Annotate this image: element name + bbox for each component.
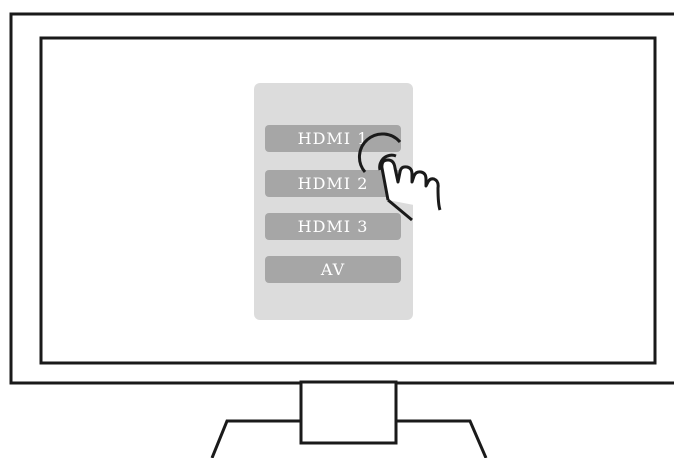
tv-neck <box>301 382 396 443</box>
hand-tap-icon <box>350 132 450 228</box>
menu-item-av[interactable]: AV <box>265 256 401 283</box>
